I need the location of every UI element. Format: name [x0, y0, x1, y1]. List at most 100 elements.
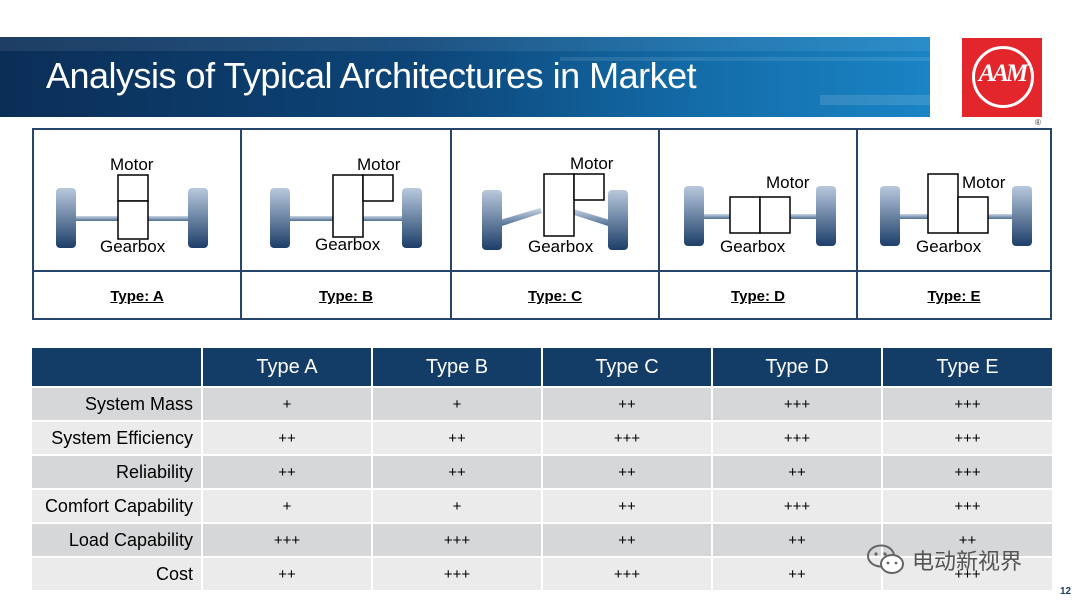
- watermark-text: 电动新视界: [912, 549, 1023, 574]
- wheel-left: [880, 186, 900, 246]
- architecture-type-e: Motor Gearbox Type: E: [858, 130, 1050, 318]
- wechat-icon: [867, 544, 904, 574]
- table-cell: ++: [542, 488, 713, 523]
- wheel-right: [608, 190, 628, 250]
- header-cell: [32, 348, 203, 387]
- table-header-row: Type A Type B Type C Type D Type E: [32, 348, 1052, 387]
- table-row: Comfort Capability + + ++ +++ +++: [32, 488, 1052, 523]
- motor-box: [362, 174, 394, 202]
- motor-box: [927, 173, 959, 234]
- header-cell: Type A: [202, 348, 373, 387]
- architecture-type-d: Motor Gearbox Type: D: [660, 130, 858, 318]
- gearbox-label: Gearbox: [720, 237, 786, 256]
- diagram-type-a: Motor Gearbox: [56, 155, 208, 256]
- wheel-right: [816, 186, 836, 246]
- wheel-right: [188, 188, 208, 248]
- motor-label: Motor: [570, 154, 614, 173]
- row-label: System Efficiency: [32, 420, 203, 455]
- table-cell: +++: [882, 386, 1052, 421]
- wheel-right: [1012, 186, 1032, 246]
- table-cell: ++: [202, 556, 373, 590]
- table-cell: +++: [542, 420, 713, 455]
- type-label: Type: A: [110, 288, 164, 305]
- cell-divider: [660, 270, 856, 272]
- halfshaft-right: [568, 208, 610, 226]
- table-cell: +: [372, 386, 543, 421]
- gearbox-label: Gearbox: [916, 237, 982, 256]
- watermark: 电动新视界: [866, 540, 1022, 580]
- table-row: Cost ++ +++ +++ ++ +++: [32, 556, 1052, 590]
- architecture-type-c: Motor Gearbox Type: C: [452, 130, 660, 318]
- motor-label: Motor: [962, 173, 1006, 192]
- motor-box: [117, 174, 149, 202]
- wheel-left: [270, 188, 290, 248]
- table-cell: ++: [542, 522, 713, 557]
- diagram-type-d: Motor Gearbox: [684, 173, 836, 256]
- wheel-left: [684, 186, 704, 246]
- page-number: 12: [1060, 586, 1072, 597]
- table-cell: +++: [712, 488, 883, 523]
- table-cell: ++: [202, 420, 373, 455]
- table-row: System Mass + + ++ +++ +++: [32, 386, 1052, 421]
- diagram-type-b: Motor Gearbox: [270, 155, 422, 254]
- gearbox-box: [729, 196, 761, 234]
- table-cell: ++: [712, 522, 883, 557]
- table-cell: ++: [712, 454, 883, 489]
- banner-stripe: [560, 57, 930, 61]
- gearbox-box: [117, 200, 149, 240]
- table-cell: +++: [882, 454, 1052, 489]
- logo-ring: [972, 46, 1034, 108]
- table-cell: +++: [712, 420, 883, 455]
- banner-stripe: [820, 95, 930, 105]
- header-cell: Type B: [372, 348, 543, 387]
- page-title: Analysis of Typical Architectures in Mar…: [46, 55, 697, 96]
- aam-logo: AAM: [962, 38, 1042, 117]
- motor-label: Motor: [110, 155, 154, 174]
- wheel-left: [482, 190, 502, 250]
- cell-divider: [452, 270, 658, 272]
- table-cell: +++: [712, 386, 883, 421]
- diagram-type-e: Motor Gearbox: [880, 173, 1032, 256]
- type-label: Type: E: [927, 288, 981, 305]
- table-cell: +++: [882, 420, 1052, 455]
- table-cell: ++: [712, 556, 883, 590]
- table-cell: +: [202, 386, 373, 421]
- row-label: Cost: [32, 556, 203, 590]
- motor-box: [573, 173, 605, 201]
- table-cell: ++: [202, 454, 373, 489]
- registered-mark: ®: [1035, 118, 1041, 127]
- table-cell: ++: [542, 454, 713, 489]
- table-row: Load Capability +++ +++ ++ ++ ++: [32, 522, 1052, 557]
- table-cell: ++: [882, 522, 1052, 557]
- diagram-type-c: Motor Gearbox: [482, 154, 628, 256]
- row-label: System Mass: [32, 386, 203, 421]
- table-cell: +++: [202, 522, 373, 557]
- table-cell: ++: [372, 420, 543, 455]
- halfshaft-left: [500, 208, 542, 226]
- gearbox-box: [957, 196, 989, 234]
- header-cell: Type D: [712, 348, 883, 387]
- comparison-table: Type A Type B Type C Type D Type E Syste…: [32, 348, 1052, 590]
- header-cell: Type C: [542, 348, 713, 387]
- table-row: Reliability ++ ++ ++ ++ +++: [32, 454, 1052, 489]
- architecture-type-a: Motor Gearbox Type: A: [34, 130, 242, 318]
- header-cell: Type E: [882, 348, 1052, 387]
- table-cell: +++: [372, 556, 543, 590]
- architecture-type-b: Motor Gearbox Type: B: [242, 130, 452, 318]
- wheel-left: [56, 188, 76, 248]
- table-cell: ++: [542, 386, 713, 421]
- type-label: Type: C: [528, 288, 582, 305]
- wheel-right: [402, 188, 422, 248]
- gearbox-box: [543, 173, 575, 237]
- table-cell: ++: [372, 454, 543, 489]
- type-label: Type: B: [319, 288, 373, 305]
- table-cell: +++: [372, 522, 543, 557]
- cell-divider: [858, 270, 1050, 272]
- motor-label: Motor: [766, 173, 810, 192]
- gearbox-label: Gearbox: [100, 237, 166, 256]
- motor-label: Motor: [357, 155, 401, 174]
- cell-divider: [242, 270, 450, 272]
- table-cell: +++: [882, 556, 1052, 590]
- gearbox-box: [332, 174, 364, 238]
- architecture-diagrams: Motor Gearbox Type: A Motor Gearbox Type…: [32, 128, 1052, 320]
